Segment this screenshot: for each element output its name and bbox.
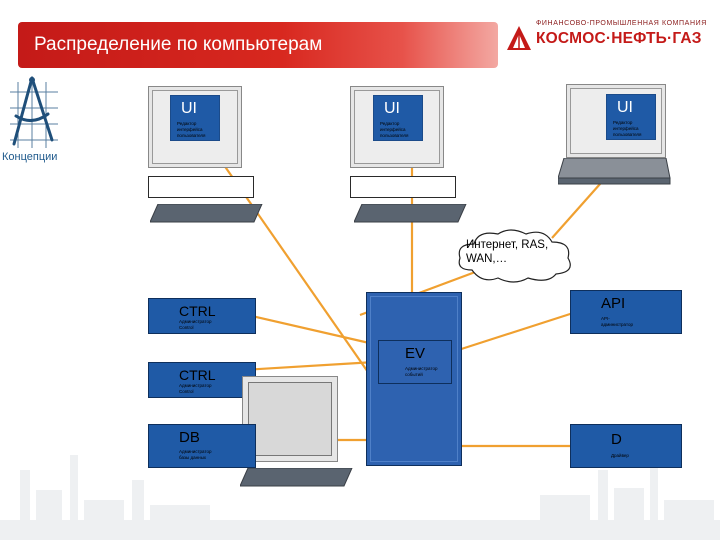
cloud-text: Интернет, RAS, WAN,… bbox=[466, 238, 548, 266]
ev-label: EV bbox=[405, 345, 426, 362]
logo-company-subtitle: ФИНАНСОВО-ПРОМЫШЛЕННАЯ КОМПАНИЯ bbox=[536, 20, 707, 27]
db-workstation-screen bbox=[248, 382, 332, 456]
api-box[interactable]: API API- администратор bbox=[570, 290, 682, 334]
d-box[interactable]: D Драйвер bbox=[570, 424, 682, 468]
d-label: D bbox=[611, 431, 622, 448]
api-caption-line1: API- bbox=[601, 316, 610, 321]
ui-right-box[interactable]: UI Редактор интерфейса пользователя bbox=[606, 94, 656, 140]
logo-company-name: КОСМОС·НЕФТЬ·ГАЗ bbox=[536, 30, 702, 47]
ctrl1-caption-line2: Control bbox=[179, 325, 194, 330]
ui-right-caption-line3: пользователя bbox=[613, 132, 642, 137]
ui-left-caption-line3: пользователя bbox=[177, 133, 206, 138]
ev-box[interactable]: EV Администратор событий bbox=[378, 340, 452, 384]
ctrl2-caption-line2: Control bbox=[179, 389, 194, 394]
ui-left-caption-line2: интерфейса bbox=[177, 127, 203, 132]
ui-left-keyboard bbox=[150, 204, 263, 223]
ctrl1-box[interactable]: CTRL Администратор Control bbox=[148, 298, 256, 334]
concept-compass-icon bbox=[10, 76, 58, 148]
ctrl1-label: CTRL bbox=[179, 303, 216, 319]
ui-right-laptop-base bbox=[558, 158, 671, 185]
ui-center-caption-line2: интерфейса bbox=[380, 127, 406, 132]
title-bar: Распределение по компьютерам bbox=[18, 22, 498, 68]
ui-center-caption-line3: пользователя bbox=[380, 133, 409, 138]
ev-server-inner bbox=[370, 296, 458, 462]
db-caption-line2: базы данных bbox=[179, 455, 207, 460]
ctrl2-box[interactable]: CTRL Администратор Control bbox=[148, 362, 256, 398]
slide-title: Распределение по компьютерам bbox=[34, 34, 323, 55]
oil-derrick-logo-icon bbox=[507, 26, 531, 50]
ev-caption-line1: Администратор bbox=[405, 366, 438, 371]
ui-left-label: UI bbox=[181, 100, 197, 117]
ctrl2-label: CTRL bbox=[179, 367, 216, 383]
cloud-text-line2: WAN,… bbox=[466, 253, 508, 265]
api-caption-line2: администратор bbox=[601, 322, 633, 327]
concept-label: Концепции bbox=[2, 151, 58, 163]
ui-left-caption-line1: Редактор bbox=[177, 121, 197, 126]
ev-caption-line2: событий bbox=[405, 372, 423, 377]
ui-center-caption-line1: Редактор bbox=[380, 121, 400, 126]
ui-center-label: UI bbox=[384, 100, 400, 117]
ui-left-box[interactable]: UI Редактор интерфейса пользователя bbox=[170, 95, 220, 141]
db-label: DB bbox=[179, 429, 200, 446]
db-workstation-keyboard bbox=[240, 468, 353, 487]
company-logo: ФИНАНСОВО-ПРОМЫШЛЕННАЯ КОМПАНИЯ КОСМОС·Н… bbox=[506, 20, 706, 60]
ctrl1-caption-line1: Администратор bbox=[179, 319, 212, 324]
ui-right-caption-line2: интерфейса bbox=[613, 126, 639, 131]
ui-center-system-unit bbox=[350, 176, 456, 198]
ui-center-box[interactable]: UI Редактор интерфейса пользователя bbox=[373, 95, 423, 141]
ui-center-keyboard bbox=[354, 204, 467, 223]
ui-right-label: UI bbox=[617, 99, 633, 116]
db-box[interactable]: DB Администратор базы данных bbox=[148, 424, 256, 468]
network-cloud-icon bbox=[458, 229, 571, 283]
ui-right-caption-line1: Редактор bbox=[613, 120, 633, 125]
ctrl2-caption-line1: Администратор bbox=[179, 383, 212, 388]
ui-left-system-unit bbox=[148, 176, 254, 198]
cloud-text-line1: Интернет, RAS, bbox=[466, 239, 549, 251]
db-caption-line1: Администратор bbox=[179, 449, 212, 454]
d-caption-line1: Драйвер bbox=[611, 453, 629, 458]
api-label: API bbox=[601, 295, 626, 312]
